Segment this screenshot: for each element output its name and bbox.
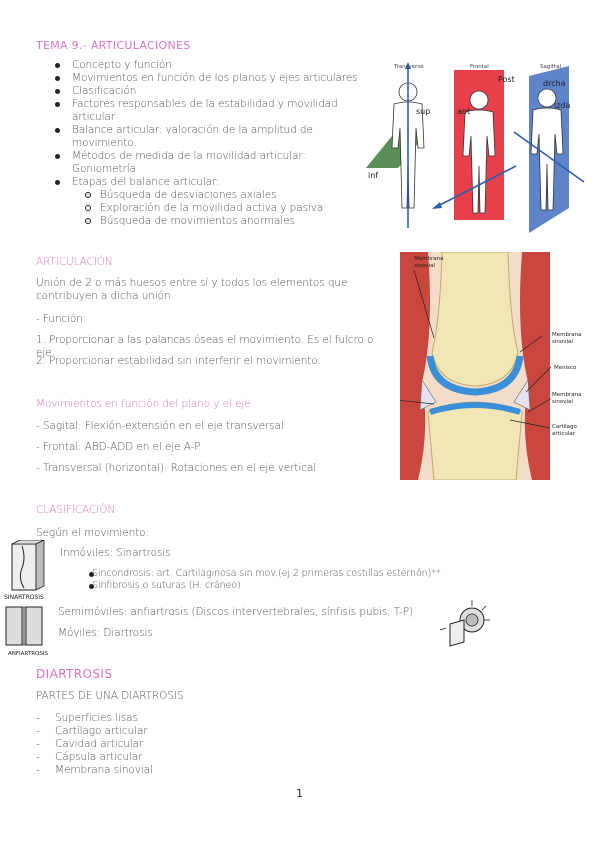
knee-joint-figure: Membrana sinovial Membrana sinovial Meni… <box>400 252 590 480</box>
clasificacion-intro: Según el movimiento: <box>36 527 149 539</box>
parte-item: Membrana sinovial <box>36 764 296 777</box>
femur-bone <box>431 252 519 387</box>
articular-cartilage <box>426 355 524 396</box>
svg-text:sinovial: sinovial <box>414 263 435 269</box>
label-izda: izda <box>554 101 571 110</box>
index-item: Factores responsables de la estabilidad … <box>50 98 360 124</box>
index-subitem: Búsqueda de desviaciones axiales <box>80 189 360 202</box>
label-sup: sup <box>416 107 430 116</box>
label-anfiartrosis: ANFIARTROSIS <box>8 651 48 657</box>
parte-item: Cartílago articular <box>36 725 296 738</box>
index-item: Etapas del balance articular: <box>50 176 360 189</box>
human-figure-2 <box>462 90 496 214</box>
sinartrosis-types: Sincondrosis: art. Cartilaginosa sin mov… <box>84 568 504 592</box>
section-heading-clasificacion: CLASIFICACIÓN <box>36 504 116 516</box>
svg-text:sinovial: sinovial <box>552 339 573 345</box>
anfiartrosis-figure: ANFIARTROSIS <box>5 606 48 657</box>
parte-item: Superficies lisas <box>36 712 296 725</box>
funcion-item-2: 2. Proporcionar estabilidad sin interfer… <box>36 355 321 367</box>
label-ant: ant <box>457 107 470 116</box>
index-item: Concepto y función <box>50 59 360 72</box>
body-planes-figure: Transverse Frontal Sagittal Post drcha i… <box>366 62 585 233</box>
human-figure-3 <box>530 88 564 211</box>
label-sagittal: Sagittal <box>540 64 562 70</box>
label-post: Post <box>498 75 515 84</box>
parte-item: Cápsula articular <box>36 751 296 764</box>
label-inf: inf <box>368 171 378 180</box>
movimiento-transversal: - Transversal (horizontal): Rotaciones e… <box>36 462 317 474</box>
arrow-head-icon <box>432 202 442 209</box>
index-item: Balance articular: valoración de la ampl… <box>50 124 360 150</box>
index-subitem: Exploración de la movilidad activa y pas… <box>80 202 360 215</box>
svg-text:articular: articular <box>552 431 576 437</box>
index-item: Métodos de medida de la movilidad articu… <box>50 150 360 176</box>
section-heading-articulacion: ARTICULACIÓN <box>36 256 113 268</box>
sinartrosis-figure: SINARTROSIS <box>4 540 45 601</box>
clasif-semimoviles: Semimóviles: anfiartrosis (Discos interv… <box>58 606 413 618</box>
meniscus-left <box>419 379 437 411</box>
section-heading-diartrosis: DIARTROSIS <box>36 667 113 681</box>
label-menisco: Menisco <box>554 365 577 371</box>
index-item: Movimientos en función de los planos y e… <box>50 72 360 85</box>
index-subitem: Búsqueda de movimientos anormales <box>80 215 360 228</box>
tibia-bone <box>427 401 523 480</box>
muscle-left <box>400 252 430 480</box>
label-drcha: drcha <box>543 79 566 88</box>
diartrosis-figure <box>439 600 490 647</box>
page-title: TEMA 9.- ARTICULACIONES <box>36 39 191 52</box>
label-cartilago-articular: Cartílago <box>552 423 578 430</box>
arrow-head-icon <box>405 62 411 69</box>
clasif-moviles: Móviles: Diartrosis <box>58 627 153 639</box>
label-transverse: Transverse <box>393 64 424 70</box>
tibial-cartilage <box>429 402 521 415</box>
label-membrana-sinovial-2: Membrana <box>552 332 581 338</box>
index-item: Clasificación <box>50 85 360 98</box>
svg-text:sinovial: sinovial <box>552 399 573 405</box>
meniscus-right <box>513 379 531 411</box>
page-number: 1 <box>296 787 303 800</box>
funcion-item-1: 1. Proporcionar a las palancas óseas el … <box>36 334 374 359</box>
movimiento-sagital: - Sagital: Flexión-extensión en el eje t… <box>36 420 284 432</box>
muscle-right <box>520 252 550 480</box>
topic-index: Concepto y función Movimientos en funció… <box>50 59 360 228</box>
parte-item: Cavidad articular <box>36 738 296 751</box>
label-frontal: Frontal <box>470 64 489 70</box>
label-membrana-sinovial-1: Membrana <box>414 256 443 262</box>
funcion-label: - Función: <box>36 313 87 325</box>
transverse-axis-arrow <box>513 131 585 183</box>
movimiento-frontal: - Frontal: ABD-ADD en el eje A-P <box>36 441 201 453</box>
sinartrosis-type: Sinfibrosis o suturas (H. cráneo) <box>84 580 504 592</box>
partes-diartrosis-list: Superficies lisas Cartílago articular Ca… <box>36 712 296 777</box>
clasif-inmoviles: Inmóviles: Sinartrosis <box>60 547 171 559</box>
articulacion-definition: Unión de 2 o más huesos entre sí y todos… <box>36 277 348 302</box>
label-sinartrosis: SINARTROSIS <box>4 594 44 601</box>
ap-axis-arrow <box>433 165 517 209</box>
partes-diartrosis-heading: PARTES DE UNA DIARTROSIS <box>36 690 184 702</box>
label-membrana-sinovial-3: Membrana <box>552 392 581 398</box>
section-heading-movimientos: Movimientos en función del plano y el ej… <box>36 398 251 410</box>
sinartrosis-type: Sincondrosis: art. Cartilaginosa sin mov… <box>84 568 504 580</box>
